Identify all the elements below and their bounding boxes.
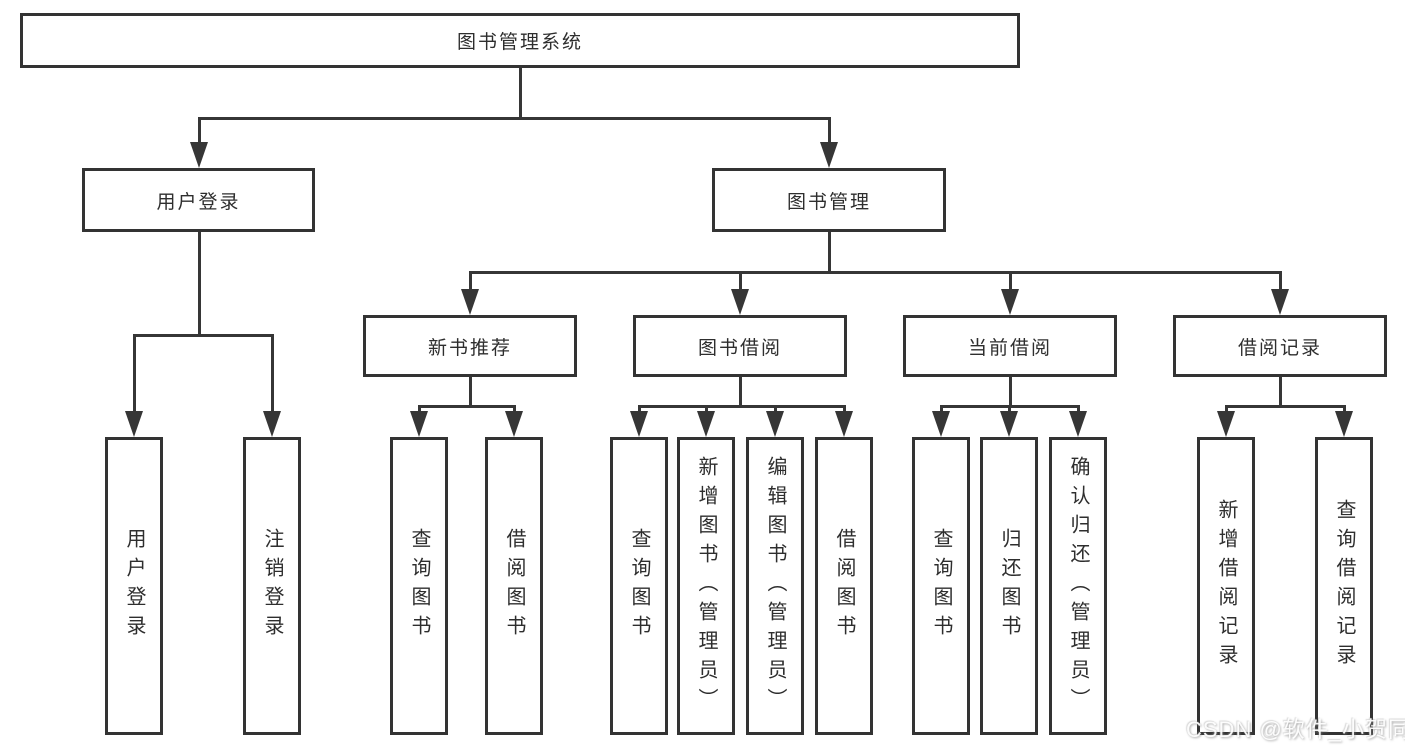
connector-vline [738, 377, 742, 408]
arrow-stem [1278, 272, 1282, 293]
arrowhead-down-icon [1271, 289, 1289, 315]
connector-hline [468, 270, 1282, 274]
arrowhead-down-icon [1000, 411, 1018, 437]
arrow-stem [939, 406, 943, 415]
arrowhead-down-icon [731, 289, 749, 315]
leaf-borrow-book-1: 借阅图书 [485, 437, 543, 735]
leaf-add-borrow-record: 新增借阅记录 [1197, 437, 1255, 735]
node-user-login: 用户登录 [82, 168, 315, 232]
arrow-stem [1342, 406, 1346, 415]
leaf-confirm-return: 确认归还（管理员） [1049, 437, 1107, 735]
arrowhead-down-icon [461, 289, 479, 315]
arrow-stem [827, 118, 831, 146]
watermark: CSDN @软件_小贺同学 [1186, 717, 1405, 742]
connector-hline [1224, 404, 1346, 408]
node-borrow-records: 借阅记录 [1173, 315, 1387, 377]
connector-vline [197, 232, 201, 337]
connector-vline [518, 68, 522, 120]
arrow-stem [842, 406, 846, 415]
arrow-stem [468, 272, 472, 293]
arrow-stem [1224, 406, 1228, 415]
arrowhead-down-icon [263, 411, 281, 437]
node-new-book-recommend: 新书推荐 [363, 315, 577, 377]
node-book-management: 图书管理 [712, 168, 946, 232]
connector-hline [417, 404, 516, 408]
connector-vline [1278, 377, 1282, 408]
arrow-stem [417, 406, 421, 415]
connector-vline [827, 232, 831, 274]
arrowhead-down-icon [190, 142, 208, 168]
arrowhead-down-icon [1001, 289, 1019, 315]
node-current-borrow: 当前借阅 [903, 315, 1117, 377]
connector-hline [197, 116, 831, 120]
arrow-stem [270, 335, 274, 415]
arrow-stem [197, 118, 201, 146]
arrowhead-down-icon [125, 411, 143, 437]
connector-hline [637, 404, 846, 408]
arrow-stem [704, 406, 708, 415]
arrowhead-down-icon [410, 411, 428, 437]
arrow-stem [773, 406, 777, 415]
arrowhead-down-icon [697, 411, 715, 437]
arrow-stem [512, 406, 516, 415]
connector-hline [132, 333, 274, 337]
leaf-query-book-3: 查询图书 [912, 437, 970, 735]
arrowhead-down-icon [1069, 411, 1087, 437]
connector-vline [468, 377, 472, 408]
leaf-borrow-book-2: 借阅图书 [815, 437, 873, 735]
leaf-query-book-1: 查询图书 [390, 437, 448, 735]
arrowhead-down-icon [505, 411, 523, 437]
arrowhead-down-icon [1335, 411, 1353, 437]
arrow-stem [738, 272, 742, 293]
leaf-user-login: 用户登录 [105, 437, 163, 735]
arrowhead-down-icon [932, 411, 950, 437]
arrow-stem [1007, 406, 1011, 415]
connector-vline [1008, 377, 1012, 408]
arrow-stem [637, 406, 641, 415]
arrowhead-down-icon [820, 142, 838, 168]
arrowhead-down-icon [766, 411, 784, 437]
arrowhead-down-icon [630, 411, 648, 437]
leaf-logout: 注销登录 [243, 437, 301, 735]
arrow-stem [1008, 272, 1012, 293]
arrowhead-down-icon [1217, 411, 1235, 437]
arrow-stem [132, 335, 136, 415]
arrowhead-down-icon [835, 411, 853, 437]
leaf-query-borrow-record: 查询借阅记录 [1315, 437, 1373, 735]
node-root: 图书管理系统 [20, 13, 1020, 68]
arrow-stem [1076, 406, 1080, 415]
leaf-add-book: 新增图书（管理员） [677, 437, 735, 735]
leaf-return-book: 归还图书 [980, 437, 1038, 735]
leaf-edit-book: 编辑图书（管理员） [746, 437, 804, 735]
node-book-borrow: 图书借阅 [633, 315, 847, 377]
leaf-query-book-2: 查询图书 [610, 437, 668, 735]
